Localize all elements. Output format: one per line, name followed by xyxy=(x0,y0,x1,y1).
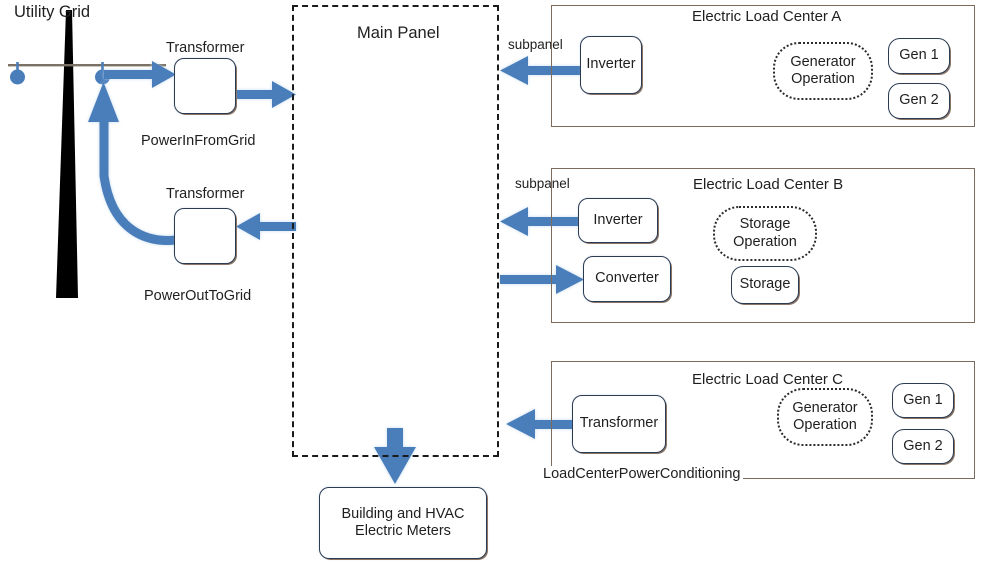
meters-line-2: Electric Meters xyxy=(355,523,451,539)
load-center-power-conditioning-caption: LoadCenterPowerConditioning xyxy=(541,466,743,483)
load-center-a-operation-line1: Generator xyxy=(790,53,856,70)
arrow-main-panel-to-converter-b xyxy=(500,265,584,294)
load-center-c-gen-1[interactable]: Gen 1 xyxy=(892,383,954,418)
arrow-transformer-c-to-main-panel xyxy=(506,409,573,439)
load-center-c-generator-operation: Generator Operation xyxy=(777,388,873,446)
main-panel[interactable] xyxy=(292,5,499,457)
load-center-c-operation-line1: Generator xyxy=(792,399,858,416)
load-center-b-title: Electric Load Center B xyxy=(693,176,844,193)
load-center-b-operation-line2: Operation xyxy=(733,233,797,250)
load-center-c-operation-line2: Operation xyxy=(793,417,857,433)
load-center-a[interactable] xyxy=(551,5,975,127)
arrow-inverter-b-to-main-panel xyxy=(500,207,580,236)
arrow-main-panel-to-transformer-out xyxy=(236,213,296,240)
main-panel-label: Main Panel xyxy=(357,24,440,42)
arrow-transformer-in-to-main-panel xyxy=(236,81,296,108)
load-center-b-storage[interactable]: Storage xyxy=(731,266,799,304)
transformer-out-caption: PowerOutToGrid xyxy=(144,288,252,304)
load-center-a-inverter[interactable]: Inverter xyxy=(580,36,642,94)
insulator-knob-icon xyxy=(10,62,25,85)
subpanel-label-a: subpanel xyxy=(508,37,563,52)
meters-line-1: Building and HVAC xyxy=(341,505,465,522)
load-center-a-gen-1[interactable]: Gen 1 xyxy=(888,38,950,74)
arrow-grid-to-transformer-in xyxy=(104,61,176,88)
load-center-a-gen-2[interactable]: Gen 2 xyxy=(888,83,950,119)
load-center-c-gen-2[interactable]: Gen 2 xyxy=(892,429,954,464)
transformer-out-title: Transformer xyxy=(166,186,245,202)
load-center-b-inverter[interactable]: Inverter xyxy=(578,198,658,243)
load-center-b[interactable] xyxy=(551,168,975,323)
load-center-a-operation-line2: Operation xyxy=(791,71,855,87)
load-center-c-title: Electric Load Center C xyxy=(692,371,843,388)
transformer-out-box[interactable] xyxy=(174,208,236,264)
transformer-in-box[interactable] xyxy=(174,58,236,114)
utility-pole-icon xyxy=(8,10,166,298)
arrow-transformer-out-to-grid xyxy=(88,82,177,245)
load-center-a-title: Electric Load Center A xyxy=(692,8,842,25)
load-center-b-operation-line1: Storage xyxy=(739,216,791,233)
building-hvac-electric-meters[interactable]: Building and HVAC Electric Meters xyxy=(319,487,487,559)
load-center-b-storage-operation: Storage Operation xyxy=(713,206,817,261)
load-center-c[interactable] xyxy=(551,361,975,479)
transformer-in-caption: PowerInFromGrid xyxy=(141,133,256,149)
load-center-b-converter[interactable]: Converter xyxy=(583,256,671,302)
arrow-inverter-a-to-main-panel xyxy=(500,56,580,85)
load-center-c-transformer[interactable]: Transformer xyxy=(572,395,666,453)
transformer-in-title: Transformer xyxy=(166,40,245,56)
load-center-a-generator-operation: Generator Operation xyxy=(773,42,873,100)
subpanel-label-b: subpanel xyxy=(515,176,570,191)
utility-grid-label: Utility Grid xyxy=(14,3,91,21)
